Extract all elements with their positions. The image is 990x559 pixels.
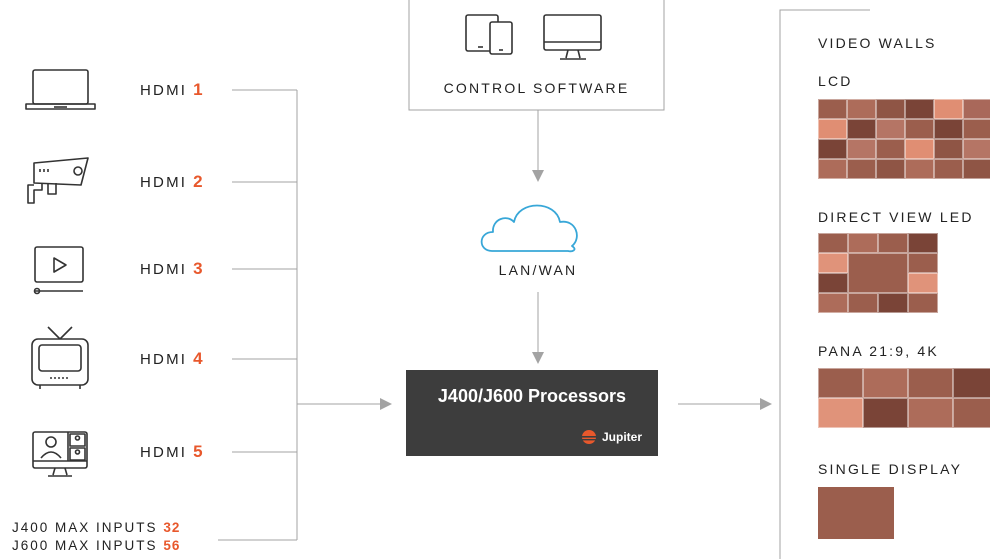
processor-box: J400/J600 Processors Jupiter	[406, 370, 658, 456]
laptop-icon	[25, 69, 96, 110]
direct-view-led-label: DIRECT VIEW LED	[818, 209, 974, 225]
input-label-4: HDMI 4	[140, 349, 203, 369]
cloud-icon	[480, 204, 578, 253]
single-display-label: SINGLE DISPLAY	[818, 461, 963, 477]
input-label-text: HDMI	[140, 82, 188, 99]
arrow-to-walls	[760, 398, 772, 410]
video-walls-heading: VIDEO WALLS	[818, 35, 937, 51]
max-inputs-value: 32	[163, 520, 181, 535]
single-display	[818, 487, 894, 539]
processor-title: J400/J600 Processors	[437, 386, 627, 406]
tablet-phone-icon	[465, 14, 513, 55]
max-inputs-label: J600 MAX INPUTS	[12, 538, 158, 553]
arrow-to-cloud	[532, 170, 544, 182]
j400-max-inputs: J400 MAX INPUTS 32	[12, 520, 180, 535]
input-label-5: HDMI 5	[140, 442, 203, 462]
input-label-text: HDMI	[140, 444, 188, 461]
video-conference-icon	[32, 431, 88, 477]
input-number: 2	[193, 172, 203, 191]
input-number: 3	[193, 259, 203, 278]
input-number: 4	[193, 349, 203, 368]
max-inputs-label: J400 MAX INPUTS	[12, 520, 158, 535]
jupiter-logo: Jupiter	[579, 430, 642, 444]
lcd-video-wall	[818, 99, 990, 179]
pana-label: PANA 21:9, 4K	[818, 343, 939, 359]
max-inputs-value: 56	[163, 538, 181, 553]
desktop-monitor-icon	[543, 14, 602, 60]
input-label-text: HDMI	[140, 174, 188, 191]
input-label-text: HDMI	[140, 351, 188, 368]
arrow-to-processor	[380, 398, 392, 410]
input-label-text: HDMI	[140, 261, 188, 278]
j600-max-inputs: J600 MAX INPUTS 56	[12, 538, 180, 553]
pana-video-wall	[818, 368, 990, 428]
input-label-3: HDMI 3	[140, 259, 203, 279]
jupiter-brand-text: Jupiter	[601, 430, 642, 444]
direct-view-led-wall	[818, 233, 938, 313]
lcd-label: LCD	[818, 73, 853, 89]
input-number: 1	[193, 80, 203, 99]
input-label-1: HDMI 1	[140, 80, 203, 100]
security-camera-icon	[27, 157, 89, 204]
input-number: 5	[193, 442, 203, 461]
lan-wan-label: LAN/WAN	[498, 262, 578, 278]
jupiter-logo-icon	[579, 430, 598, 444]
arrow-to-processor-down	[532, 352, 544, 364]
video-player-icon	[33, 246, 84, 295]
control-software-label: CONTROL SOFTWARE	[443, 80, 630, 96]
television-icon	[31, 326, 89, 389]
input-label-2: HDMI 2	[140, 172, 203, 192]
